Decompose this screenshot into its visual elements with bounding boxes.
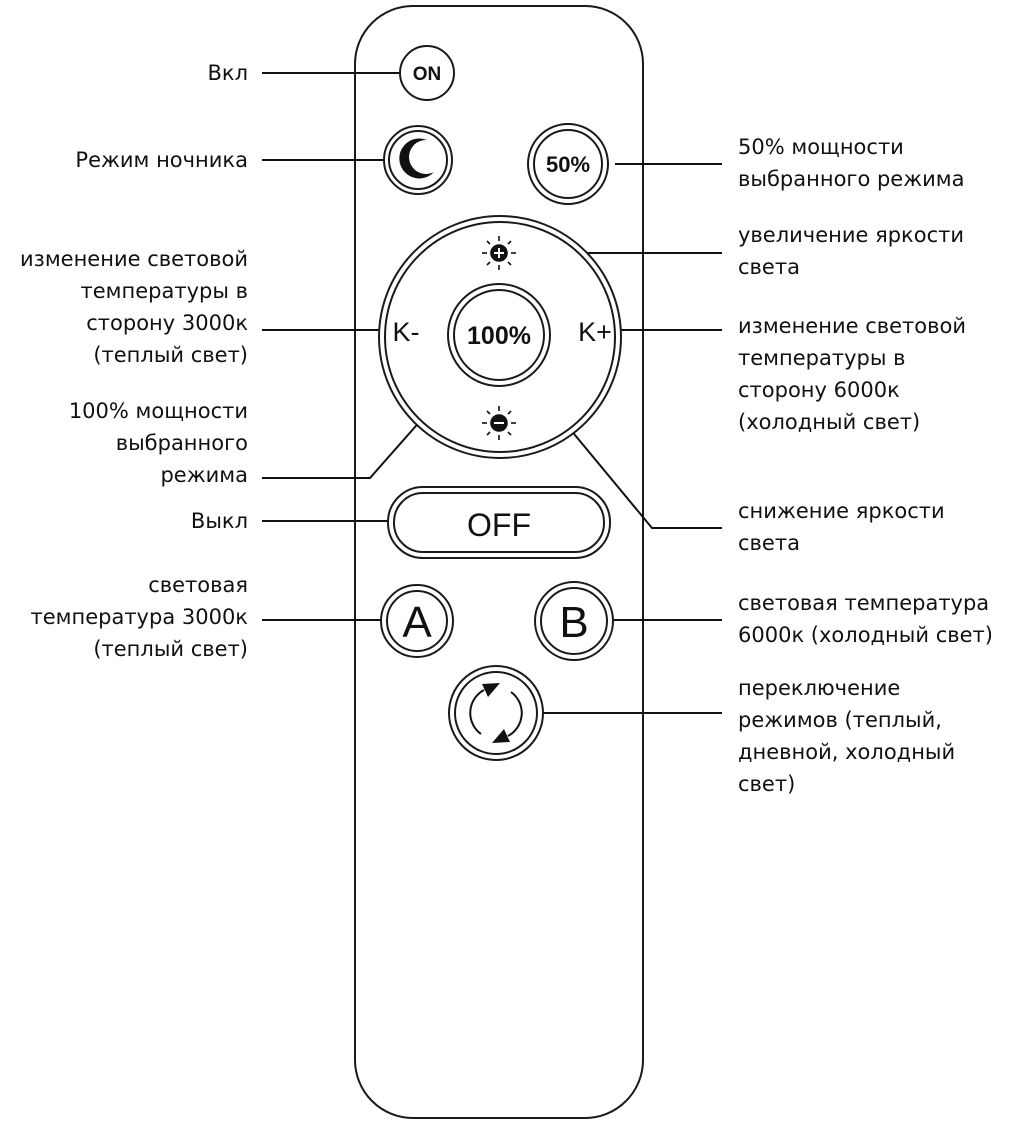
fifty-percent-button[interactable]: 50% bbox=[527, 123, 609, 205]
label-line: температуры в bbox=[738, 346, 905, 370]
label-line: (теплый свет) bbox=[93, 637, 248, 661]
label-line: изменение световой bbox=[738, 314, 966, 338]
label-line: снижение яркости bbox=[738, 499, 945, 523]
off-button[interactable]: OFF bbox=[387, 486, 611, 559]
label-line: увеличение яркости bbox=[738, 223, 964, 247]
label-line: Выкл bbox=[191, 509, 248, 533]
label-off: Выкл bbox=[191, 509, 248, 533]
label-line: свет) bbox=[738, 772, 795, 796]
label-line: света bbox=[738, 255, 800, 279]
brightness-down-button[interactable] bbox=[482, 406, 516, 440]
label-brightness-up: увеличение яркости света bbox=[738, 223, 964, 279]
sun-plus-icon bbox=[482, 236, 516, 270]
moon-icon bbox=[399, 138, 434, 179]
label-line: температуры в bbox=[81, 279, 248, 303]
label-line: 6000к (холодный свет) bbox=[738, 623, 993, 647]
label-line: (холодный свет) bbox=[738, 410, 920, 434]
label-line: температура 3000к bbox=[30, 605, 248, 629]
label-line: выбранного bbox=[116, 431, 248, 455]
sun-minus-icon bbox=[482, 406, 516, 440]
k-plus-button[interactable]: K+ bbox=[578, 317, 612, 347]
label-k-minus: изменение световой температуры в сторону 3… bbox=[20, 247, 248, 367]
on-button[interactable]: ON bbox=[399, 45, 455, 101]
b-button[interactable]: B bbox=[534, 581, 614, 661]
label-line: (теплый свет) bbox=[93, 343, 248, 367]
label-line: света bbox=[738, 531, 800, 555]
label-line: режимов (теплый, bbox=[738, 708, 942, 732]
label-cycle: переключение режимов (теплый, дневной, хол… bbox=[738, 676, 955, 796]
label-line: световая температура bbox=[738, 591, 989, 615]
hundred-percent-button[interactable]: 100% bbox=[447, 283, 551, 387]
label-line: Режим ночника bbox=[75, 148, 248, 172]
label-a: световая температура 3000к (теплый свет) bbox=[30, 573, 248, 661]
label-k-plus: изменение световой температуры в сторону 6… bbox=[738, 314, 966, 434]
label-line: сторону 6000к bbox=[738, 378, 900, 402]
k-minus-button[interactable]: K- bbox=[393, 317, 420, 347]
label-line: переключение bbox=[738, 676, 900, 700]
label-line: 50% мощности bbox=[738, 135, 904, 159]
label-brightness-down: снижение яркости света bbox=[738, 499, 945, 555]
fifty-percent-label: 50% bbox=[546, 152, 590, 177]
a-button[interactable]: A bbox=[380, 584, 454, 658]
cycle-mode-button[interactable] bbox=[448, 665, 544, 761]
label-b: световая температура 6000к (холодный свет… bbox=[738, 591, 993, 647]
label-line: выбранного режима bbox=[738, 167, 965, 191]
label-line: Вкл bbox=[207, 61, 248, 85]
b-button-label: B bbox=[559, 598, 588, 647]
night-mode-button[interactable] bbox=[383, 125, 453, 195]
off-button-label: OFF bbox=[467, 507, 531, 543]
label-on: Вкл bbox=[207, 61, 248, 85]
hundred-percent-label: 100% bbox=[467, 322, 531, 350]
label-line: режима bbox=[160, 463, 248, 487]
on-button-label: ON bbox=[413, 64, 442, 85]
cycle-arrows-icon bbox=[469, 683, 523, 743]
label-line: изменение световой bbox=[20, 247, 248, 271]
label-line: 100% мощности bbox=[69, 399, 248, 423]
a-button-label: A bbox=[402, 598, 432, 647]
label-line: дневной, холодный bbox=[738, 740, 955, 764]
label-hundred: 100% мощности выбранного режима bbox=[69, 399, 248, 487]
label-fifty: 50% мощности выбранного режима bbox=[738, 135, 965, 191]
label-night-mode: Режим ночника bbox=[75, 148, 248, 172]
label-line: световая bbox=[148, 573, 248, 597]
label-line: сторону 3000к bbox=[86, 311, 248, 335]
brightness-up-button[interactable] bbox=[482, 236, 516, 270]
